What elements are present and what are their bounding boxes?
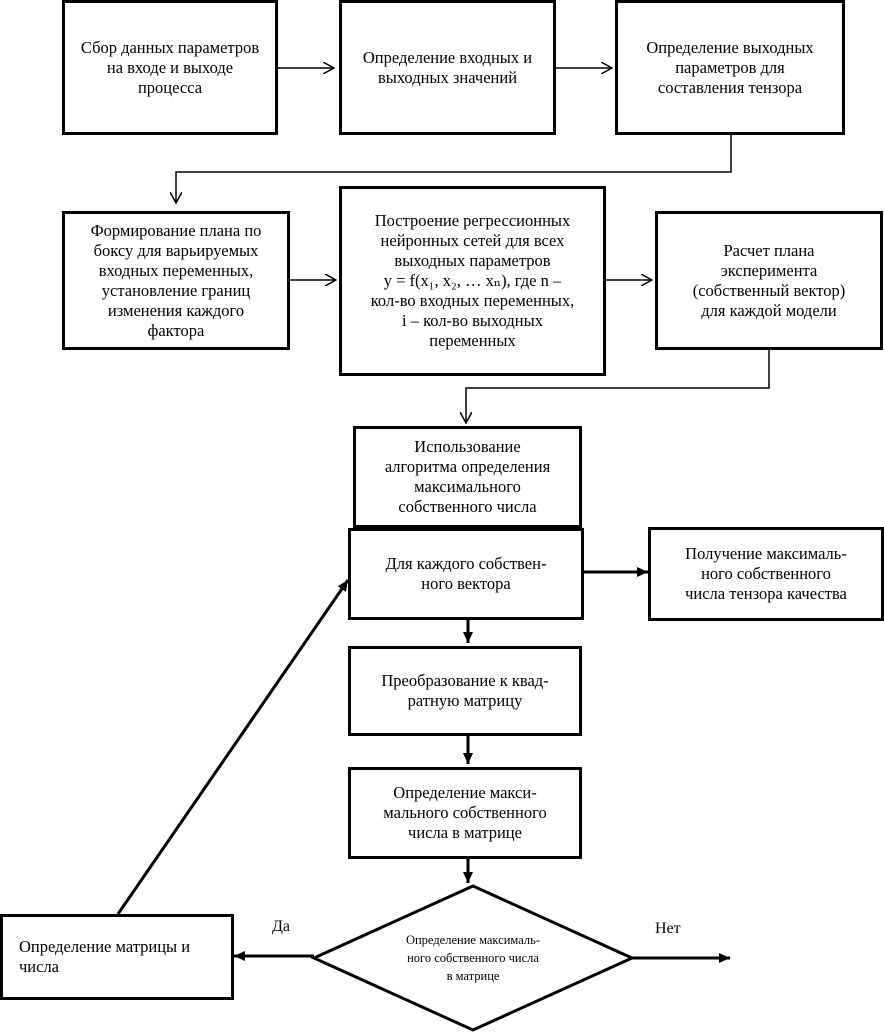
box-define-inputs-text: Определение входных и выходных значений xyxy=(362,47,533,87)
box-experiment-plan: Расчет плана эксперимента (собственный в… xyxy=(655,211,883,350)
box-max-eigenvalue-text: Определение макси- мального собственного… xyxy=(383,783,547,842)
decision-text: Определение максималь- ного собственного… xyxy=(384,931,562,985)
box-use-algorithm-text: Использование алгоритма определения макс… xyxy=(384,437,551,516)
box-max-eigenvalue: Определение макси- мального собственного… xyxy=(348,767,582,859)
box-square-matrix-text: Преобразование к квад- ратную матрицу xyxy=(381,671,549,710)
box-define-outputs-text: Определение выходных параметров для сост… xyxy=(646,37,814,97)
no-label: Нет xyxy=(655,920,681,937)
arrow-loop-back xyxy=(116,579,350,915)
box-each-eigenvector-text: Для каждого собствен- ного вектора xyxy=(385,554,547,593)
box-box-plan: Формирование плана по боксу для варьируе… xyxy=(62,211,290,350)
box-collect-data-text: Сбор данных параметров на входе и выходе… xyxy=(80,37,260,97)
yes-label: Да xyxy=(272,918,291,935)
box-square-matrix: Преобразование к квад- ратную матрицу xyxy=(348,646,582,736)
box-experiment-plan-text: Расчет плана эксперимента (собственный в… xyxy=(692,240,846,320)
box-use-algorithm: Использование алгоритма определения макс… xyxy=(353,426,582,528)
box-define-outputs: Определение выходных параметров для сост… xyxy=(615,0,845,135)
box-regression-networks: Построение регрессионных нейронных сетей… xyxy=(339,186,606,376)
decision-diamond xyxy=(310,884,636,1032)
box-define-inputs: Определение входных и выходных значений xyxy=(339,0,556,135)
decision-label: Определение максималь- ного собственного… xyxy=(405,933,541,983)
box-box-plan-text: Формирование плана по боксу для варьируе… xyxy=(90,220,262,340)
box-each-eigenvector: Для каждого собствен- ного вектора xyxy=(348,528,584,620)
arrow-experiment-to-algorithm xyxy=(466,350,770,423)
box-matrix-and-number: Определение матрицы и числа xyxy=(0,914,234,1000)
arrow-outputs-to-plan xyxy=(176,135,732,203)
box-matrix-and-number-text: Определение матрицы и числа xyxy=(19,937,191,976)
box-max-quality-eigenvalue: Получение максималь- ного собственного ч… xyxy=(648,527,884,621)
box-collect-data: Сбор данных параметров на входе и выходе… xyxy=(62,0,278,135)
box-max-quality-eigenvalue-text: Получение максималь- ного собственного ч… xyxy=(685,544,847,603)
box-regression-networks-text: Построение регрессионных нейронных сетей… xyxy=(370,211,575,350)
